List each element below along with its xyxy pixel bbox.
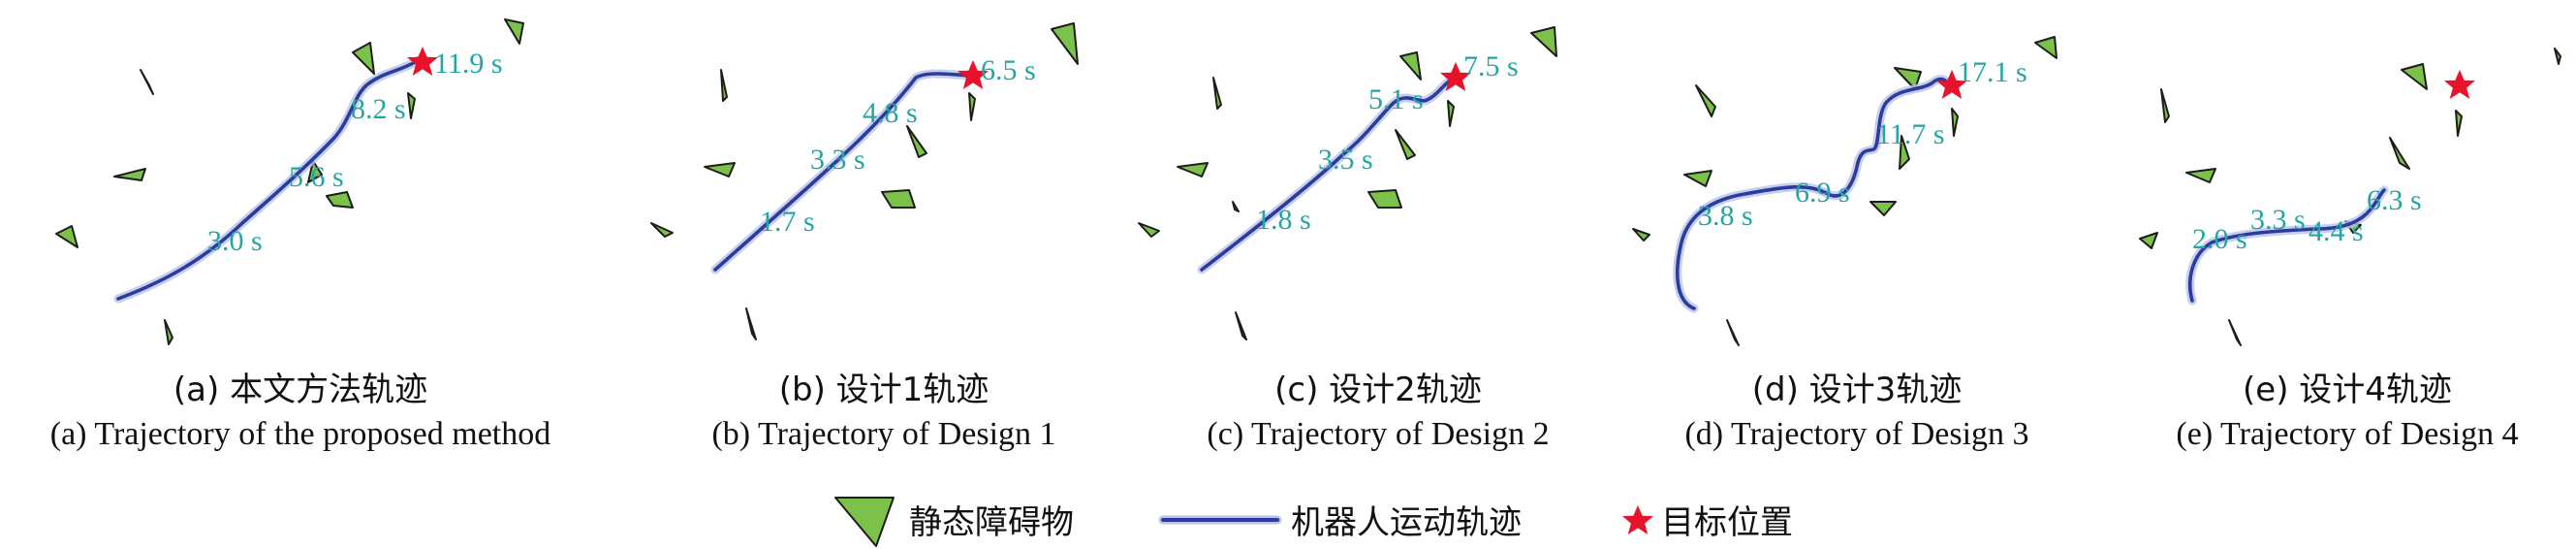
obstacle: [1367, 189, 1402, 209]
obstacle-group: [650, 22, 1079, 340]
legend-goal-icon: [1622, 505, 1653, 534]
robot-trajectory: [1675, 77, 1950, 310]
obstacle: [704, 162, 736, 178]
panel-a: 3.0 s 5.6 s 8.2 s 11.9 s (a) 本文方法轨迹 (a) …: [50, 18, 551, 452]
obstacle: [2401, 63, 2428, 90]
obstacle: [881, 189, 916, 209]
obstacle: [113, 168, 146, 181]
obstacle: [1683, 170, 1712, 187]
obstacle: [2228, 319, 2242, 346]
time-label: 17.1 s: [1958, 56, 2027, 88]
time-label: 3.0 s: [207, 225, 263, 257]
obstacle: [1177, 162, 1209, 178]
time-label: 1.7 s: [760, 206, 815, 238]
robot-trajectory: [116, 58, 421, 301]
time-label: 11.9 s: [434, 48, 503, 80]
obstacle: [720, 69, 728, 102]
obstacle-group: [55, 18, 524, 345]
obstacle: [2185, 168, 2216, 183]
obstacle: [326, 191, 354, 209]
robot-trajectory: [713, 72, 971, 272]
obstacle: [1726, 319, 1740, 346]
obstacle: [55, 225, 79, 248]
time-label: 3.3 s: [810, 144, 865, 176]
obstacle: [2389, 137, 2410, 170]
obstacle: [1138, 222, 1160, 238]
panel-c: 1.8 s 3.5 s 5.1 s 7.5 s (c) 设计2轨迹 (c) Tr…: [1138, 26, 1557, 452]
time-label: 3.3 s: [2250, 204, 2306, 236]
obstacle: [140, 69, 154, 95]
caption-cn: (a) 本文方法轨迹: [173, 371, 427, 409]
caption-cn: (c) 设计2轨迹: [1274, 371, 1482, 409]
obstacle: [164, 319, 173, 345]
time-label: 3.8 s: [1698, 200, 1753, 232]
obstacle: [407, 92, 416, 119]
obstacle: [1632, 228, 1650, 242]
obstacle: [2455, 110, 2463, 137]
time-label: 11.7 s: [1876, 118, 1945, 150]
obstacle: [1695, 84, 1716, 117]
obstacle: [504, 18, 524, 45]
legend-obstacle-icon: [834, 497, 895, 547]
caption-en: (e) Trajectory of Design 4: [2176, 416, 2518, 452]
obstacle: [1232, 201, 1240, 212]
obstacle: [650, 222, 674, 238]
time-label: 3.5 s: [1318, 144, 1373, 176]
obstacle: [1447, 100, 1455, 127]
obstacle-group: [1632, 36, 2058, 346]
time-label: 2.0 s: [2192, 223, 2247, 255]
obstacle: [968, 92, 976, 121]
time-label: 4.4 s: [2309, 215, 2364, 247]
time-label: 5.6 s: [289, 161, 344, 193]
legend-goal-label: 目标位置: [1661, 503, 1793, 542]
robot-trajectory: [1200, 76, 1456, 272]
caption-en: (b) Trajectory of Design 1: [711, 416, 1055, 452]
robot-trajectory: [2188, 188, 2386, 303]
obstacle: [1399, 51, 1422, 81]
caption-cn: (d) 设计3轨迹: [1752, 371, 1963, 409]
obstacle: [1395, 129, 1416, 160]
time-label: 6.3 s: [2367, 184, 2422, 216]
time-label: 1.8 s: [1256, 204, 1311, 236]
legend-trajectory-label: 机器人运动轨迹: [1291, 503, 1522, 542]
caption-en: (d) Trajectory of Design 3: [1684, 416, 2028, 452]
legend-obstacle-label: 静态障碍物: [909, 503, 1074, 542]
obstacle: [906, 125, 927, 158]
obstacle: [1899, 135, 1910, 170]
time-label: 5.1 s: [1368, 83, 1424, 115]
panel-d: 3.8 s 6.9 s 11.7 s 17.1 s (d) 设计3轨迹 (d) …: [1632, 36, 2058, 452]
obstacle: [1235, 311, 1247, 340]
obstacle: [1051, 22, 1079, 65]
obstacle: [352, 42, 375, 75]
time-label: 8.2 s: [351, 93, 406, 125]
obstacle-group: [2139, 48, 2561, 346]
obstacle: [2554, 48, 2561, 65]
time-label: 6.5 s: [981, 54, 1036, 86]
caption-en: (a) Trajectory of the proposed method: [50, 416, 551, 452]
obstacle: [1951, 108, 1959, 137]
caption-en: (c) Trajectory of Design 2: [1207, 416, 1549, 452]
panel-b: 1.7 s 3.3 s 4.8 s 6.5 s (b) 设计1轨迹 (b) Tr…: [650, 22, 1079, 452]
obstacle: [1212, 77, 1222, 110]
obstacle: [745, 307, 757, 340]
obstacle: [307, 160, 323, 183]
obstacle-group: [1138, 26, 1557, 340]
time-label: 7.5 s: [1463, 50, 1519, 82]
caption-cn: (e) 设计4轨迹: [2243, 371, 2452, 409]
obstacle: [2160, 88, 2170, 123]
obstacle: [1894, 67, 1922, 90]
time-label: 4.8 s: [863, 97, 918, 129]
panel-e: 2.0 s 3.3 s 4.4 s 6.3 s (e) 设计4轨迹 (e) Tr…: [2139, 48, 2561, 452]
obstacle: [2139, 232, 2158, 249]
goal-star: [2444, 70, 2475, 99]
obstacle: [2034, 36, 2058, 59]
obstacle: [1530, 26, 1557, 57]
legend: 静态障碍物 机器人运动轨迹 目标位置: [834, 497, 1793, 547]
time-label: 6.9 s: [1795, 177, 1850, 209]
caption-cn: (b) 设计1轨迹: [779, 371, 990, 409]
obstacle: [1869, 201, 1897, 216]
